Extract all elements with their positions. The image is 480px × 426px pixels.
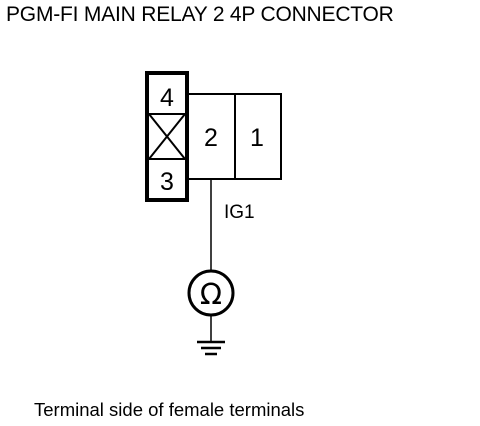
ground-icon <box>197 340 225 356</box>
ohmmeter-icon: Ω <box>187 269 235 317</box>
ohm-symbol: Ω <box>200 277 222 311</box>
terminal-number-1: 1 <box>250 124 264 152</box>
wire-label: IG1 <box>224 202 255 223</box>
diagram-title: PGM-FI MAIN RELAY 2 4P CONNECTOR <box>6 3 394 26</box>
terminal-cell-1 <box>234 93 282 180</box>
blank-terminal-cross-icon <box>148 113 186 160</box>
terminal-number-2: 2 <box>204 124 218 152</box>
terminal-number-4: 4 <box>160 84 174 112</box>
terminal-number-3: 3 <box>160 168 174 196</box>
diagram-caption: Terminal side of female terminals <box>34 399 305 420</box>
